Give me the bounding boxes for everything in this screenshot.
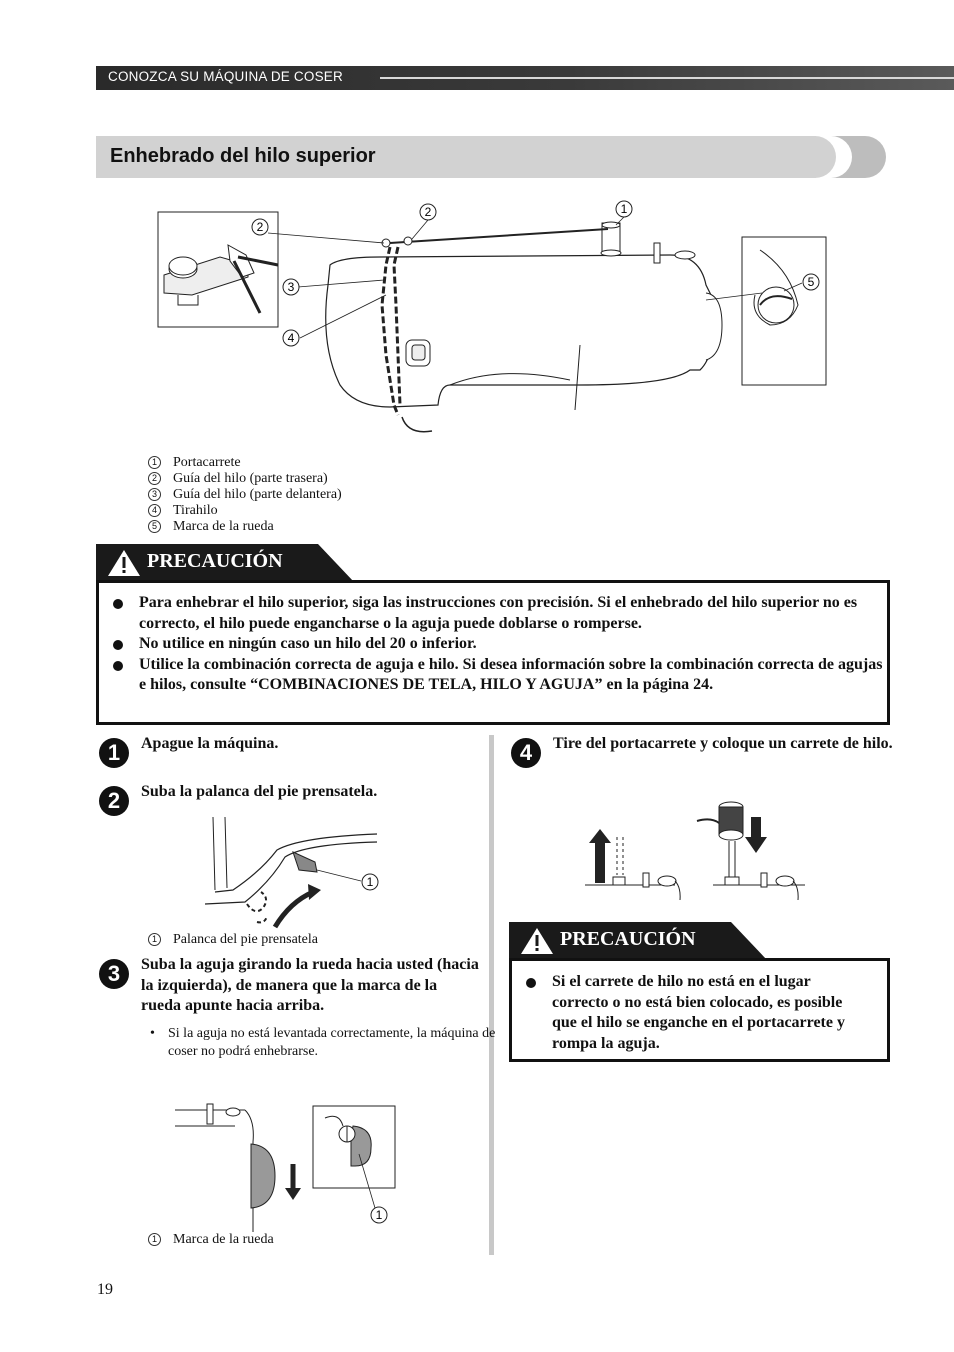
caution-item: No utilice en ningún caso un hilo del 20… <box>99 634 887 655</box>
caution-item: Si el carrete de hilo no está en el luga… <box>512 972 871 1054</box>
caution-box: Si el carrete de hilo no está en el luga… <box>509 958 890 1062</box>
legend-item: 5 Marca de la rueda <box>148 519 342 535</box>
note-bullet: • <box>150 1026 155 1041</box>
step3-legend: 1 Marca de la rueda <box>148 1231 274 1249</box>
title-bar-cap <box>796 136 836 178</box>
title-bar <box>96 136 836 178</box>
legend-label: Palanca del pie prensatela <box>173 932 318 947</box>
step-text: Apague la máquina. <box>141 735 279 752</box>
legend-item: 4 Tirahilo <box>148 503 342 519</box>
diagram-legend: 1 Portacarrete 2 Guía del hilo (parte tras… <box>148 455 342 535</box>
legend-number: 1 <box>148 933 161 946</box>
step-number: 3 <box>99 959 129 989</box>
step-number: 4 <box>511 738 541 768</box>
caution-tab <box>509 922 767 960</box>
step-text: Tire del portacarrete y coloque un carre… <box>553 735 893 752</box>
callout-number: 2 <box>257 220 264 234</box>
legend-number: 2 <box>148 472 161 485</box>
legend-label: Tirahilo <box>173 503 218 518</box>
callout-number: 1 <box>376 1208 383 1222</box>
legend-label: Marca de la rueda <box>173 1232 274 1247</box>
caution-item: Para enhebrar el hilo superior, siga las… <box>99 593 887 634</box>
caution-item: Utilice la combinación correcta de aguja… <box>99 655 887 696</box>
legend-number: 1 <box>148 456 161 469</box>
threading-diagram: 2 2 1 3 4 5 <box>157 200 827 433</box>
section-header: CONOZCA SU MÁQUINA DE COSER <box>108 69 343 84</box>
header-rule <box>380 77 954 79</box>
legend-number: 3 <box>148 488 161 501</box>
spool-pin-illustration <box>585 801 805 901</box>
callout-number: 1 <box>367 875 374 889</box>
legend-item: 1 Portacarrete <box>148 455 342 471</box>
column-divider <box>489 735 494 1255</box>
legend-label: Guía del hilo (parte delantera) <box>173 487 342 502</box>
caution-box: Para enhebrar el hilo superior, siga las… <box>96 580 890 725</box>
caution-tab <box>96 544 354 582</box>
step3-note: • Si la aguja no está levantada correcta… <box>150 1026 496 1059</box>
page-number: 19 <box>97 1281 113 1298</box>
presser-foot-lever-illustration: 1 <box>205 816 379 929</box>
step-text: Suba la palanca del pie prensatela. <box>141 783 378 800</box>
legend-number: 4 <box>148 504 161 517</box>
step2-legend: 1 Palanca del pie prensatela <box>148 931 318 949</box>
page-title: Enhebrado del hilo superior <box>110 145 376 167</box>
caution-label: PRECAUCIÓN <box>560 928 696 950</box>
callout-number: 4 <box>288 331 295 345</box>
step-text: Suba la aguja girando la rueda hacia ust… <box>141 956 479 1014</box>
legend-item: 3 Guía del hilo (parte delantera) <box>148 487 342 503</box>
legend-number: 1 <box>148 1233 161 1246</box>
legend-label: Guía del hilo (parte trasera) <box>173 471 328 486</box>
callout-number: 1 <box>621 202 628 216</box>
callout-number: 3 <box>288 280 295 294</box>
handwheel-illustration: 1 <box>175 1103 396 1232</box>
caution-label: PRECAUCIÓN <box>147 550 283 572</box>
step-number: 2 <box>99 786 129 816</box>
legend-label: Portacarrete <box>173 455 241 470</box>
callout-number: 2 <box>425 205 432 219</box>
legend-item: 2 Guía del hilo (parte trasera) <box>148 471 342 487</box>
step-number: 1 <box>99 738 129 768</box>
callout-number: 5 <box>808 275 815 289</box>
legend-label: Marca de la rueda <box>173 519 274 534</box>
legend-number: 5 <box>148 520 161 533</box>
